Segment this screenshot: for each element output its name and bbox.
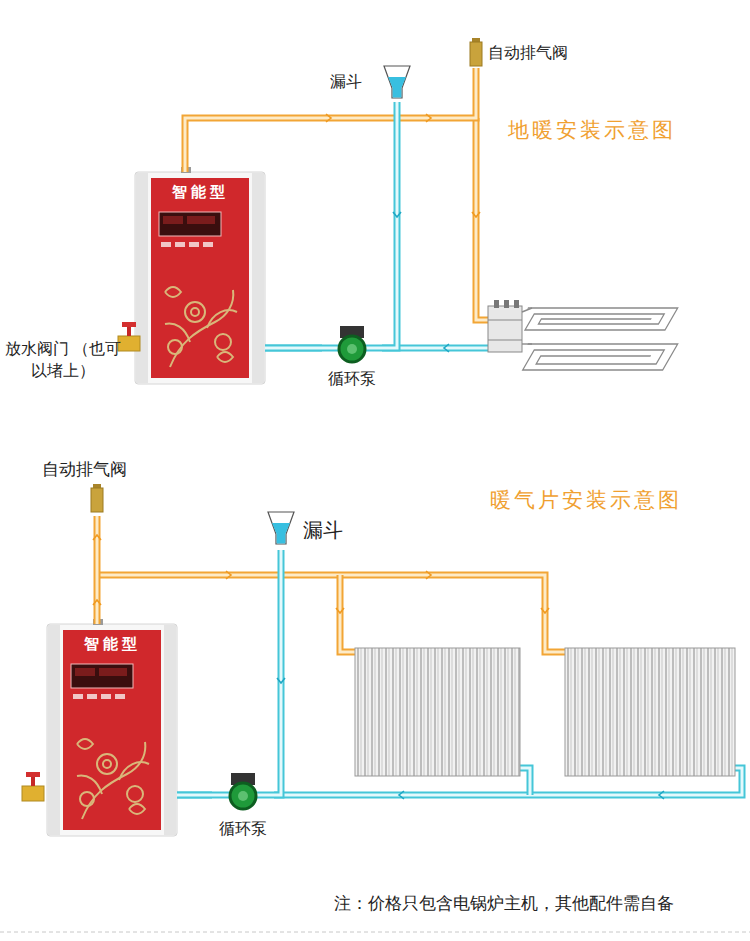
supply-pipe — [97, 575, 566, 652]
air-vent-box: 自动排气阀 — [466, 38, 606, 68]
manifold — [488, 340, 522, 341]
flow-arrows — [399, 791, 404, 799]
boiler-illustration — [135, 167, 265, 384]
manifold — [504, 300, 509, 308]
part-label: 漏斗 — [303, 518, 343, 542]
air-vent-illustration — [91, 484, 103, 512]
pipe-outline — [94, 516, 101, 624]
pipe-outline — [265, 345, 322, 352]
pipe-outline — [185, 68, 476, 172]
return-pipe — [519, 768, 530, 795]
part-label: 循环泵 — [328, 369, 376, 388]
supply-pipe — [476, 118, 492, 320]
section-title: 暖气片安装示意图 — [490, 486, 682, 514]
flow-arrows — [659, 791, 664, 799]
floor-coil — [522, 343, 532, 344]
part-label: 放水阀门 （也可以堵上） — [4, 338, 122, 381]
supply-pipe — [97, 575, 566, 652]
floor-coil — [522, 308, 532, 312]
supply-pipe — [340, 575, 356, 652]
manifold — [494, 300, 499, 308]
pipe-connector — [185, 68, 476, 172]
manifold — [488, 320, 522, 321]
manifold — [514, 300, 519, 308]
note-text: 注：价格只包含电锅炉主机，其他配件需自备 — [334, 894, 674, 913]
section-title: 地暖安装示意图 — [508, 118, 676, 141]
manifold — [488, 300, 522, 352]
section-title: 暖气片安装示意图 — [490, 488, 682, 511]
funnel-box: 漏斗 — [265, 510, 365, 550]
pump-illustration — [230, 773, 256, 809]
flow-arrows — [426, 571, 431, 579]
section-title: 地暖安装示意图 — [508, 116, 676, 144]
drain-valve — [22, 772, 44, 801]
pipe-core — [382, 102, 397, 348]
funnel-illustration — [268, 512, 294, 544]
pump-box: 循环泵 — [322, 326, 382, 390]
supply-pipe — [476, 118, 492, 320]
pipe-connector — [177, 795, 212, 796]
flow-arrows — [426, 114, 431, 122]
floor-coil — [513, 344, 678, 370]
drain-valve — [118, 322, 140, 351]
flow-arrows — [226, 571, 231, 579]
supply-pipe — [340, 575, 356, 652]
dashed-rule — [0, 932, 750, 933]
flow-arrows — [93, 535, 101, 540]
boiler-box: 智能型 — [47, 624, 177, 836]
pump-box: 循环泵 — [212, 772, 274, 840]
part-label: 循环泵 — [219, 819, 267, 838]
pipe-core — [265, 347, 322, 350]
note-text: 注：价格只包含电锅炉主机，其他配件需自备 — [334, 892, 674, 915]
supply-pipe — [476, 118, 492, 320]
pipe-core — [185, 68, 476, 172]
boiler-illustration — [47, 619, 177, 836]
funnel-box: 漏斗 — [326, 62, 412, 102]
floor-coil — [515, 308, 678, 330]
pipe-core — [96, 516, 99, 624]
part-label: 自动排气阀 — [42, 460, 127, 480]
radiator — [565, 648, 735, 776]
return-pipe — [519, 768, 530, 795]
drain-valve-box: 放水阀门 （也可以堵上） — [2, 338, 124, 384]
pipe-connector — [274, 550, 281, 795]
pipe-connector — [382, 102, 397, 348]
floor-coil — [513, 308, 678, 370]
flow-arrows — [326, 114, 331, 122]
pipe-core — [177, 794, 212, 797]
boiler-box: 智能型 — [135, 172, 265, 384]
flow-arrows — [444, 344, 449, 352]
return-pipe — [265, 348, 492, 349]
pipe-connector — [97, 516, 98, 624]
return-pipe — [265, 345, 492, 352]
brand-text: 智能型 — [84, 635, 141, 653]
part-label: 漏斗 — [330, 72, 362, 91]
funnel-illustration — [384, 66, 410, 98]
flow-arrows — [541, 608, 549, 613]
radiator — [355, 648, 735, 776]
pipe-outline — [274, 550, 281, 795]
radiator — [355, 648, 520, 776]
pump-illustration — [339, 326, 365, 362]
pipe-outline — [382, 102, 397, 348]
flow-arrows — [393, 212, 401, 217]
flow-arrows — [472, 212, 480, 217]
pipe-outline — [177, 792, 212, 799]
brand-text: 智能型 — [172, 183, 229, 201]
floor-coil — [515, 308, 678, 330]
flow-arrows — [93, 114, 549, 613]
part-label: 自动排气阀 — [488, 43, 568, 62]
manifold — [488, 306, 522, 352]
pipe-connector — [265, 348, 322, 349]
air-vent-illustration — [470, 38, 482, 66]
air-vent-box: 自动排气阀 — [38, 460, 158, 516]
pipe-core — [274, 550, 281, 795]
flow-arrows — [277, 678, 285, 683]
supply-pipe — [97, 575, 566, 652]
flow-arrows — [336, 608, 344, 613]
return-pipe — [265, 347, 492, 350]
flow-arrows — [93, 600, 101, 605]
floor-coil — [513, 344, 678, 370]
